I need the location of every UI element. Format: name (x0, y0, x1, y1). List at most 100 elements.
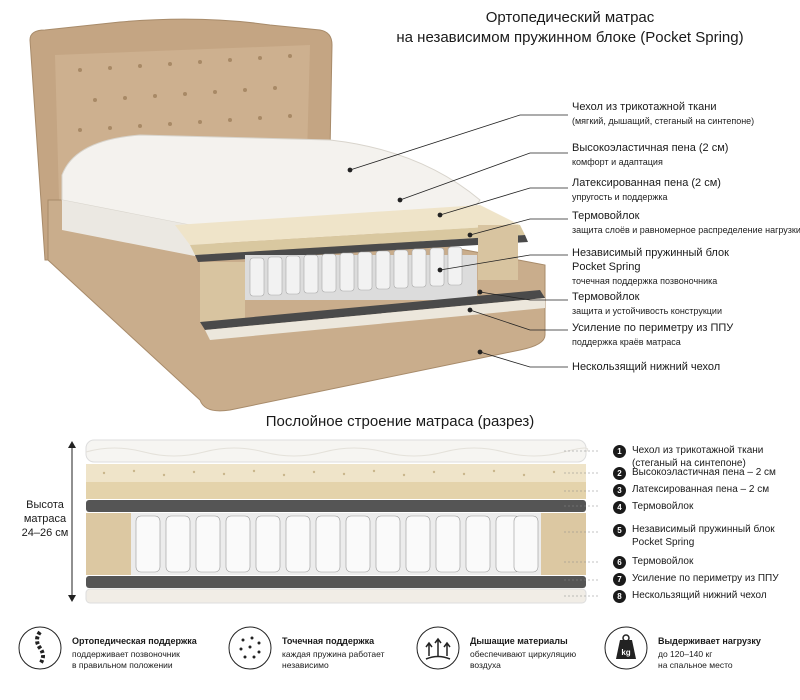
callout-sub: (мягкий, дышащий, стеганый на синтепоне) (572, 116, 755, 126)
callout-bottom-cover: Нескользящий нижний чехол (572, 360, 720, 374)
feature-title: Точечная поддержка (282, 636, 375, 646)
callout-sub: комфорт и адаптация (572, 157, 663, 167)
legend-number: 6 (613, 556, 626, 569)
layer-felt-bottom (200, 290, 545, 330)
cross-he-foam (86, 464, 586, 482)
title-line-1: Ортопедический матрас (485, 9, 655, 26)
cross-perimeter-right (541, 513, 586, 575)
legend-number: 1 (613, 445, 626, 458)
height-label: Высота матраса 24–26 см (16, 498, 74, 540)
callout-sub: точечная поддержка позвоночника (572, 276, 718, 286)
height-line-2: матраса (23, 513, 67, 525)
headboard-tufting (78, 54, 292, 132)
legend-label-2: Pocket Spring (632, 537, 695, 548)
legend-number: 5 (613, 524, 626, 537)
cross-springs (135, 515, 539, 573)
legend-item-2: 2 Высокоэластичная пена – 2 см (613, 467, 776, 480)
callout-spring-block: Независимый пружинный блок Pocket Spring… (572, 246, 729, 288)
legend-label: Чехол из трикотажной ткани (632, 445, 764, 456)
feature-breathable: Дышащие материалы обеспечивают циркуляци… (416, 626, 611, 688)
legend-item-1: 1 Чехол из трикотажной ткани (стеганый на… (613, 445, 763, 470)
spring-block (245, 246, 477, 300)
feature-title: Дышащие материалы (470, 636, 568, 646)
callout-sub: поддержка краёв матраса (572, 337, 681, 347)
callout-sub: защита и устойчивость конструкции (572, 306, 722, 316)
feature-title: Ортопедическая поддержка (72, 636, 197, 646)
foam-pores (102, 469, 556, 477)
callout-title: Нескользящий нижний чехол (572, 361, 721, 373)
cross-cover (85, 439, 587, 463)
layer-latex (190, 225, 525, 255)
legend-label: Высокоэластичная пена – 2 см (632, 467, 776, 478)
legend-leaders (564, 450, 599, 597)
feature-point-support: Точечная поддержка каждая пружина работа… (228, 626, 423, 688)
mattress-top (61, 134, 481, 231)
perimeter-foam-left (200, 262, 245, 322)
mattress-side (62, 200, 215, 260)
callout-felt-bottom: Термовойлок защита и устойчивость констр… (572, 290, 722, 318)
callout-leaders (347, 114, 568, 368)
height-line-1: Высота (26, 499, 64, 511)
legend-label: Нескользящий нижний чехол (632, 590, 767, 601)
legend-label: Термовойлок (632, 556, 694, 567)
legend-label: Латексированная пена – 2 см (632, 484, 770, 495)
legend-label: Усиление по периметру из ППУ (632, 573, 779, 584)
callout-felt-top: Термовойлок защита слоёв и равномерное р… (572, 209, 800, 237)
legend-item-5: 5 Независимый пружинный блок Pocket Sprin… (613, 524, 775, 549)
title-line-2: на независимом пружинном блоке (Pocket S… (396, 29, 744, 46)
callout-he-foam: Высокоэластичная пена (2 см) комфорт и а… (572, 141, 728, 169)
height-line-3: 24–26 см (21, 527, 69, 539)
legend-label: Термовойлок (632, 501, 694, 512)
legend-item-3: 3 Латексированная пена – 2 см (613, 484, 769, 497)
perimeter-foam-right (478, 225, 518, 280)
height-arrow (68, 441, 76, 602)
bed-cutaway-illustration (29, 18, 568, 412)
cross-bottom-cover (85, 588, 587, 604)
callout-title: Независимый пружинный блок (572, 247, 729, 259)
cross-felt-top (86, 500, 586, 512)
spine-icon (18, 626, 62, 670)
callout-title: Термовойлок (572, 210, 640, 222)
callout-latex-foam: Латексированная пена (2 см) упругость и … (572, 176, 721, 204)
breathable-icon (416, 626, 460, 670)
legend-label: Независимый пружинный блок (632, 524, 775, 535)
legend-label-2: (стеганый на синтепоне) (632, 458, 746, 469)
callout-title: Чехол из трикотажной ткани (572, 101, 717, 113)
cross-felt-bottom (86, 576, 586, 588)
legend-number: 3 (613, 484, 626, 497)
layer-foam (175, 205, 520, 245)
page-title: Ортопедический матрас на независимом пру… (360, 8, 780, 48)
callout-perimeter: Усиление по периметру из ППУ поддержка к… (572, 321, 733, 349)
legend-number: 2 (613, 467, 626, 480)
legend-number: 7 (613, 573, 626, 586)
callout-title-2: Pocket Spring (572, 261, 641, 273)
legend-item-8: 8 Нескользящий нижний чехол (613, 590, 767, 603)
cross-latex-foam (86, 482, 586, 499)
feature-title: Выдерживает нагрузку (658, 636, 761, 646)
callout-cover: Чехол из трикотажной ткани (мягкий, дыша… (572, 100, 754, 128)
callout-title: Термовойлок (572, 291, 640, 303)
callout-title: Высокоэластичная пена (2 см) (572, 142, 729, 154)
cross-perimeter-left (86, 513, 131, 575)
callout-title: Латексированная пена (2 см) (572, 177, 721, 189)
callout-title: Усиление по периметру из ППУ (572, 322, 734, 334)
section-title: Послойное строение матраса (разрез) (265, 413, 535, 430)
feature-orthopedic: Ортопедическая поддержка поддерживает по… (18, 626, 213, 688)
dots-icon (228, 626, 272, 670)
legend-item-7: 7 Усиление по периметру из ППУ (613, 573, 779, 586)
mattress-cross-section (85, 439, 599, 604)
legend-item-6: 6 Термовойлок (613, 556, 693, 569)
layer-bottom-cover (205, 298, 545, 340)
legend-number: 4 (613, 501, 626, 514)
legend-number: 8 (613, 590, 626, 603)
weight-icon: kg (604, 626, 648, 670)
callout-sub: упругость и поддержка (572, 192, 668, 202)
weight-badge: kg (621, 648, 630, 657)
callout-sub: защита слоёв и равномерное распределение… (572, 225, 800, 235)
legend-item-4: 4 Термовойлок (613, 501, 693, 514)
